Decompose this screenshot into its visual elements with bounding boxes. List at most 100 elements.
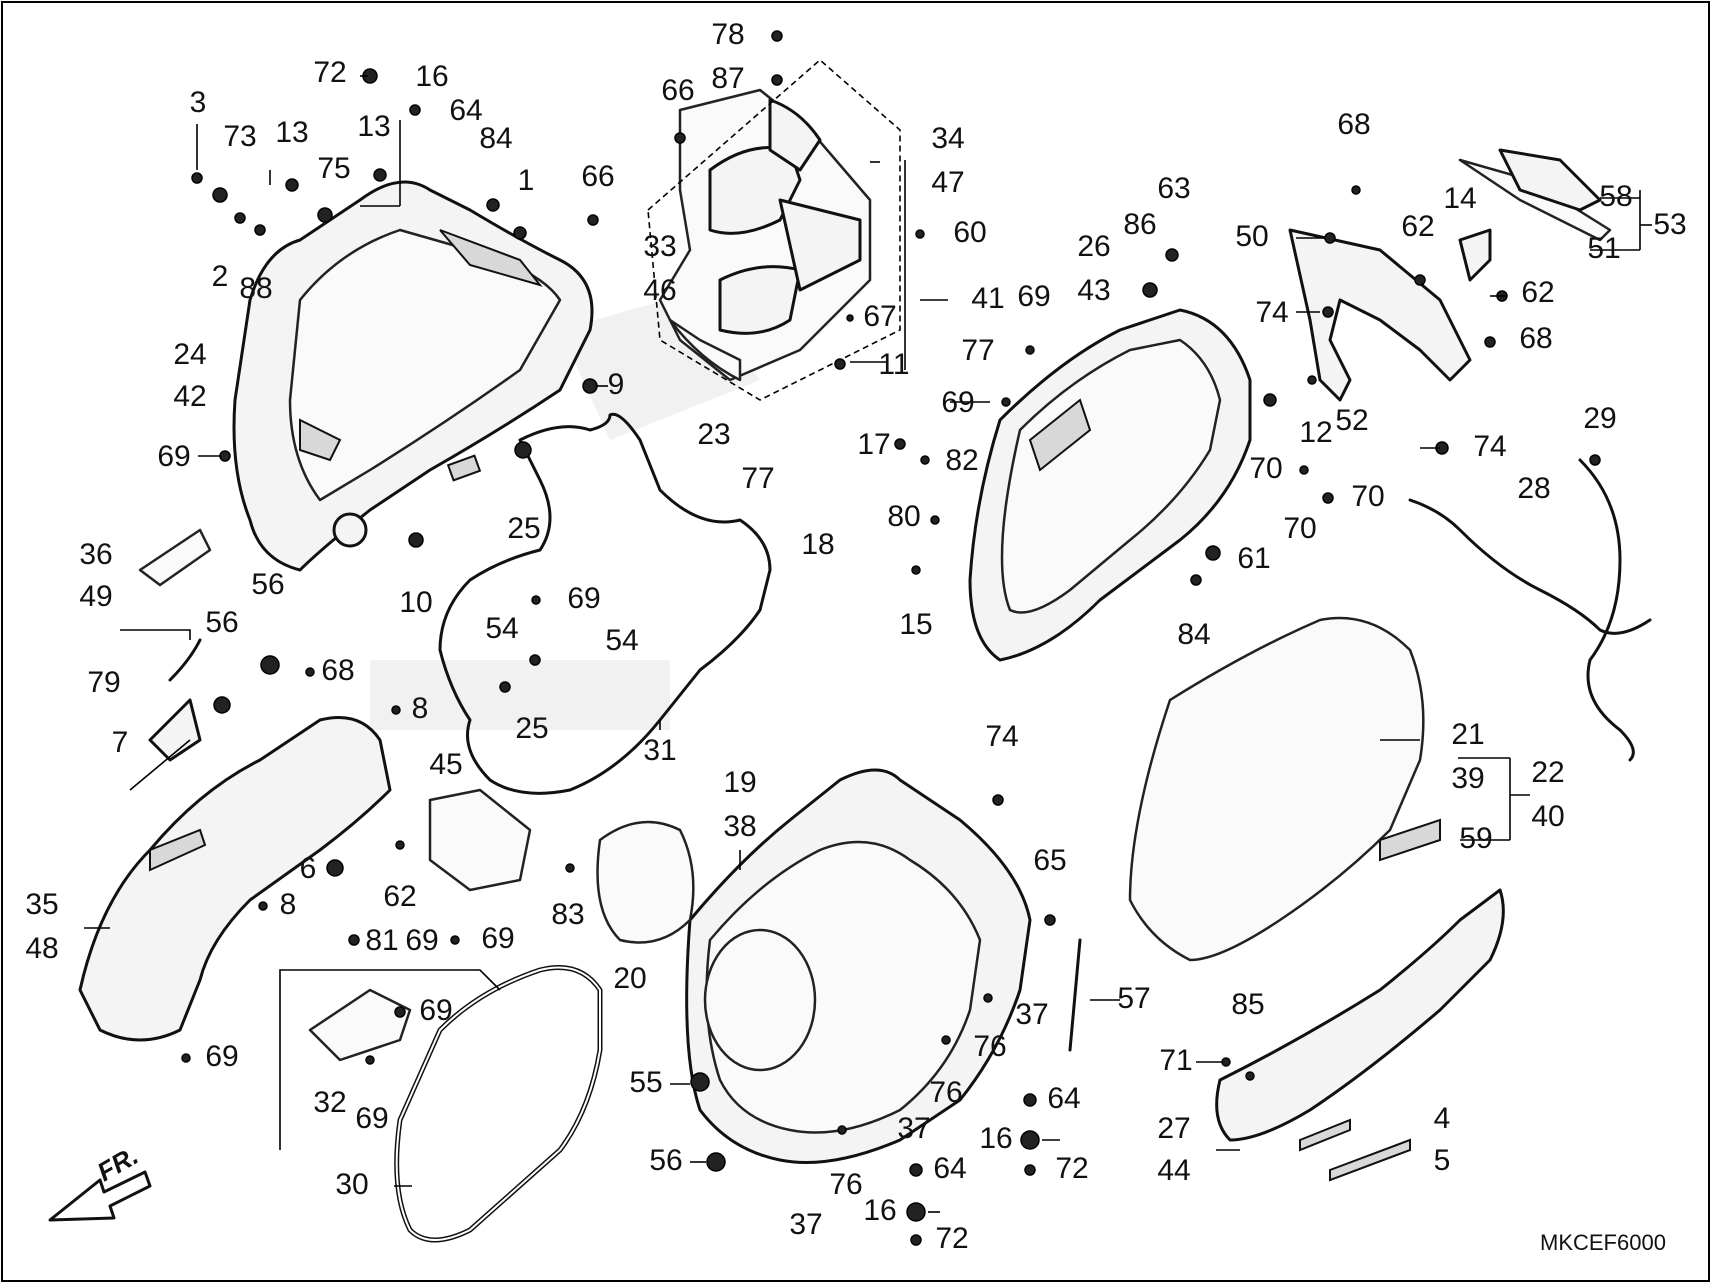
callout-label: 32 [313, 1086, 346, 1119]
saddlebag-case-body [232, 180, 594, 572]
side-panel [78, 716, 392, 1042]
callout-label: 9 [608, 368, 625, 401]
callout-label: 56 [251, 568, 284, 601]
callout-label: 78 [711, 18, 744, 51]
callout-label: 53 [1653, 208, 1686, 241]
front-direction-arrow: FR. [48, 1140, 152, 1222]
callout-label: 45 [429, 748, 462, 781]
callout-label: 76 [829, 1168, 862, 1201]
lower-trim-panel [1215, 888, 1505, 1182]
callout-label: 66 [661, 74, 694, 107]
callout-label: 56 [649, 1144, 682, 1177]
callout-label: 74 [1255, 296, 1288, 329]
callout-label: 81 [365, 924, 398, 957]
callout-label: 76 [973, 1030, 1006, 1063]
callout-label: 61 [1237, 542, 1270, 575]
group-bracket-7 [120, 629, 191, 791]
callout-label: 64 [449, 94, 482, 127]
hinge-bracket [1288, 148, 1612, 402]
callout-label: 22 [1531, 756, 1564, 789]
callout-label: 39 [1451, 762, 1484, 795]
latch-group-bracket [647, 58, 901, 401]
callout-label: 18 [801, 528, 834, 561]
callout-label: 54 [485, 612, 518, 645]
callout-label: 65 [1033, 844, 1066, 877]
callout-label: 33 [643, 230, 676, 263]
callout-label: 35 [25, 888, 58, 921]
callout-label: 21 [1451, 718, 1484, 751]
callout-label: 12 [1299, 416, 1332, 449]
callout-label: 4 [1434, 1102, 1451, 1135]
callout-label: 63 [1157, 172, 1190, 205]
callout-label: 44 [1157, 1154, 1190, 1187]
saddlebag-outer-cover [1128, 616, 1441, 962]
callout-label: 37 [897, 1112, 930, 1145]
callout-label: 72 [313, 56, 346, 89]
callout-label: 67 [863, 300, 896, 333]
callout-label: 66 [581, 160, 614, 193]
gas-strut-57 [1068, 938, 1082, 1052]
drawing-code: MKCEF6000 [1540, 1230, 1666, 1255]
callout-label: 3 [190, 86, 207, 119]
callout-label: 69 [419, 994, 452, 1027]
callout-label: 31 [643, 734, 676, 767]
callout-label: 56 [205, 606, 238, 639]
callout-label: 25 [515, 712, 548, 745]
callout-label: 55 [629, 1066, 662, 1099]
callout-label: 42 [173, 380, 206, 413]
callout-label: 59 [1459, 822, 1492, 855]
callout-label: 8 [280, 888, 297, 921]
callout-label: 17 [857, 428, 890, 461]
leader-lines [84, 75, 1652, 1213]
callout-label: 64 [1047, 1082, 1080, 1115]
callout-label: 73 [223, 120, 256, 153]
callout-label: 19 [723, 766, 756, 799]
callout-label: 70 [1351, 480, 1384, 513]
callout-label: 36 [79, 538, 112, 571]
callout-label: 69 [355, 1102, 388, 1135]
inner-case-frame [685, 768, 1032, 1164]
seal-cable-31 [438, 412, 772, 795]
callout-label: 80 [887, 500, 920, 533]
callout-label: 11 [878, 348, 909, 381]
callout-label: 76 [929, 1076, 962, 1109]
callout-label: 37 [789, 1208, 822, 1241]
saddlebag-lid-inner [968, 308, 1252, 662]
callout-label: 40 [1531, 800, 1564, 833]
callout-label: 38 [723, 810, 756, 843]
switch-assembly-7 [148, 638, 202, 762]
callout-label: 69 [205, 1040, 238, 1073]
callout-label: 82 [945, 444, 978, 477]
callout-label: 27 [1157, 1112, 1190, 1145]
callout-label: 79 [87, 666, 120, 699]
callout-label: 29 [1583, 402, 1616, 435]
cover-36 [138, 528, 212, 587]
callout-label: 77 [961, 334, 994, 367]
callout-label: 64 [933, 1152, 966, 1185]
callout-label: 16 [415, 60, 448, 93]
callout-label: 69 [567, 582, 600, 615]
callout-label: 6 [300, 852, 317, 885]
callout-label: 87 [711, 62, 744, 95]
callout-label: 5 [1434, 1144, 1451, 1177]
callout-label: 24 [173, 338, 206, 371]
callout-label: 49 [79, 580, 112, 613]
callout-label: 72 [1055, 1152, 1088, 1185]
callout-label: 84 [1177, 618, 1210, 651]
seal-loop-30 [394, 965, 603, 1243]
callout-label: 51 [1587, 232, 1620, 265]
callout-label: 68 [1519, 322, 1552, 355]
cover-plate-45 [428, 788, 532, 892]
gasket-ring-20 [596, 820, 695, 944]
callout-label: 85 [1231, 988, 1264, 1021]
callout-label: 28 [1517, 472, 1550, 505]
callout-label: 10 [399, 586, 432, 619]
callout-label: 1 [518, 164, 535, 197]
callout-label: 52 [1335, 404, 1368, 437]
callout-label: 30 [335, 1168, 368, 1201]
group-bracket-30-32 [279, 969, 501, 1150]
watermark [370, 290, 760, 730]
callout-label: 69 [481, 922, 514, 955]
